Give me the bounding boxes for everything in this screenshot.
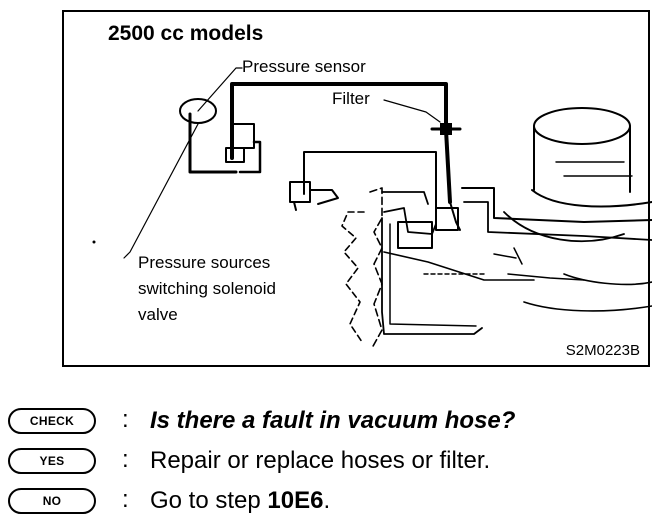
label-solenoid-line3: valve: [138, 305, 178, 324]
label-pressure-sensor: Pressure sensor: [242, 57, 366, 76]
vacuum-hose-diagram: [92, 67, 652, 349]
diagram-title: 2500 cc models: [108, 22, 264, 45]
no-colon: :: [122, 486, 129, 513]
no-action-prefix: Go to step: [150, 487, 268, 514]
label-filter: Filter: [332, 89, 370, 108]
yes-badge: YES: [8, 448, 96, 474]
figure-id: S2M0223B: [565, 342, 640, 359]
step-reference: 10E6: [267, 487, 324, 514]
step-yes-row: YES : Repair or replace hoses or filter.: [0, 444, 672, 480]
no-badge: NO: [8, 488, 96, 514]
label-solenoid-line2: switching solenoid: [138, 279, 276, 298]
step-check-row: CHECK : Is there a fault in vacuum hose?: [0, 404, 672, 440]
label-solenoid-line1: Pressure sources: [138, 253, 271, 272]
no-action: Go to step 10E6.: [150, 487, 330, 515]
check-badge: CHECK: [8, 408, 96, 434]
check-colon: :: [122, 406, 129, 433]
yes-action: Repair or replace hoses or filter.: [150, 447, 491, 474]
diagram-figure: 2500 cc models Pressure sensor Filter Pr…: [62, 10, 652, 367]
no-action-suffix: .: [323, 487, 331, 514]
yes-colon: :: [122, 446, 129, 473]
check-question: Is there a fault in vacuum hose?: [150, 407, 516, 434]
step-no-row: NO : Go to step 10E6.: [0, 484, 672, 520]
